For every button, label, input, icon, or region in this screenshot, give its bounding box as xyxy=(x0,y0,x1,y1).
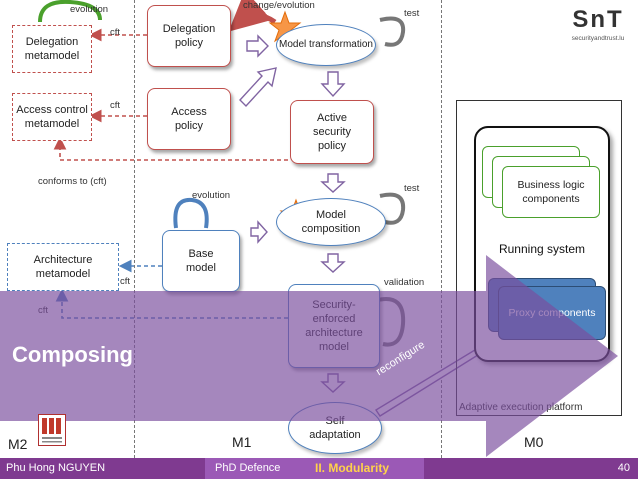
security-enforced-model[interactable]: Security-enforced architecture model xyxy=(288,284,380,368)
footer-event-bar: PhD Defence xyxy=(205,458,301,479)
validation-loop xyxy=(377,297,406,347)
composing-banner-text: Composing xyxy=(12,342,133,367)
label-validation: validation xyxy=(384,277,425,288)
logo-text: SnT xyxy=(572,6,624,33)
level-m2: M2 xyxy=(8,436,28,452)
base-model[interactable]: Base model xyxy=(162,230,240,292)
active-security-policy[interactable]: Active security policy xyxy=(290,100,374,164)
block-arrow-access xyxy=(239,67,277,108)
security-enforced-model-label: Security-enforced architecture model xyxy=(305,299,363,353)
evolution-loop-base xyxy=(173,197,209,229)
label-evolution-mid: evolution xyxy=(192,190,231,201)
cft-arrow-security xyxy=(55,288,288,319)
footer-section: II. Modularity xyxy=(315,461,390,475)
level-separator-m1-m0 xyxy=(441,0,442,458)
footer-author-bar: Phu Hong NGUYEN xyxy=(0,458,205,479)
conforms-to-arrow xyxy=(53,136,288,161)
down-arrow-2 xyxy=(320,173,346,193)
adaptive-platform-label: Adaptive execution platform xyxy=(459,402,583,413)
university-logo xyxy=(38,414,66,446)
footer-page: 40 xyxy=(617,462,630,474)
level-m0: M0 xyxy=(524,434,544,450)
running-system-label: Running system xyxy=(498,242,586,256)
delegation-policy[interactable]: Delegation policy xyxy=(147,5,231,67)
block-arrow-base xyxy=(250,220,268,244)
business-logic-label: Business logic components xyxy=(517,179,585,205)
footer-page-bar: 40 xyxy=(424,458,638,479)
test-loop-top xyxy=(379,16,406,47)
footer-event: PhD Defence xyxy=(215,462,281,474)
delegation-metamodel-label: Delegation metamodel xyxy=(24,36,80,62)
level-m1: M1 xyxy=(232,434,252,450)
delegation-policy-label: Delegation policy xyxy=(162,23,216,49)
label-test-2: test xyxy=(404,183,420,194)
snt-logo: SnT securityandtrust.lu xyxy=(566,8,630,46)
label-test-1: test xyxy=(404,8,420,19)
down-arrow-3 xyxy=(320,253,346,273)
label-cft-3: cft xyxy=(120,276,131,287)
base-model-label: Base model xyxy=(186,248,216,274)
business-logic-components[interactable]: Business logic components xyxy=(502,166,600,218)
down-arrow-4 xyxy=(320,373,346,393)
architecture-metamodel-label: Architecture metamodel xyxy=(33,254,93,280)
label-cft-1: cft xyxy=(110,27,121,38)
self-adaptation[interactable]: Self adaptation xyxy=(288,402,382,454)
label-conforms-to: conforms to (cft) xyxy=(38,176,107,187)
access-control-metamodel[interactable]: Access control metamodel xyxy=(12,93,92,141)
access-policy-label: Access policy xyxy=(171,106,207,132)
active-security-policy-label: Active security policy xyxy=(313,112,351,152)
model-transformation[interactable]: Model transformation xyxy=(276,24,376,66)
architecture-metamodel[interactable]: Architecture metamodel xyxy=(7,243,119,291)
proxy-components[interactable]: Proxy components xyxy=(498,286,606,340)
self-adaptation-label: Self adaptation xyxy=(309,415,361,441)
proxy-components-label: Proxy components xyxy=(508,307,596,319)
block-arrow-delegation xyxy=(246,34,269,58)
logo-subtext: securityandtrust.lu xyxy=(571,35,625,42)
access-policy[interactable]: Access policy xyxy=(147,88,231,150)
label-cft-4: cft xyxy=(38,305,49,316)
university-crest-icon xyxy=(42,418,62,443)
model-composition[interactable]: Model composition xyxy=(276,198,386,246)
label-cft-2: cft xyxy=(110,100,121,111)
change-evolution-arrow xyxy=(228,0,277,32)
down-arrow-1 xyxy=(320,71,346,98)
level-separator-m2-m1 xyxy=(134,0,135,458)
footer-author: Phu Hong NGUYEN xyxy=(6,462,106,474)
access-control-metamodel-label: Access control metamodel xyxy=(16,104,88,130)
model-composition-label: Model composition xyxy=(301,209,361,235)
footer-section-bar: II. Modularity xyxy=(301,458,424,479)
evolution-loop-top xyxy=(38,0,102,23)
delegation-metamodel[interactable]: Delegation metamodel xyxy=(12,25,92,73)
model-transformation-label: Model transformation xyxy=(279,39,373,50)
label-change-evolution: change/evolution xyxy=(243,0,315,11)
label-evolution-top: evolution xyxy=(70,4,109,15)
test-loop-mid xyxy=(379,192,406,225)
